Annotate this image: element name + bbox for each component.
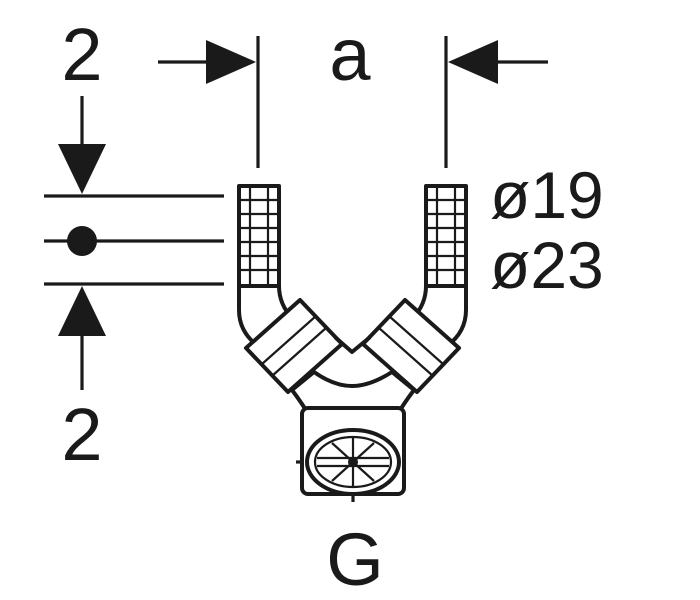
connector-center-icon [348,457,358,467]
arrow-up-icon [58,286,106,336]
spacing-dimension [158,36,548,168]
threaded-connector [296,406,406,502]
right-branch [361,184,468,394]
thread-label: G [326,518,384,600]
spacing-dimension-label: a [329,13,371,96]
arrow-down-icon [58,144,106,194]
arrow-right-icon [206,40,256,84]
connector-inner-ring [313,435,393,489]
left-branch [237,184,344,394]
small-diameter-label: ø19 [490,158,604,232]
center-point-icon [67,226,97,256]
y-crotch [334,336,371,354]
bottom-left-dimension-label: 2 [61,393,102,476]
arrow-left-icon [448,40,498,84]
top-left-dimension-label: 2 [61,13,102,96]
large-diameter-label: ø23 [490,228,604,302]
vertical-dimension [44,96,224,390]
